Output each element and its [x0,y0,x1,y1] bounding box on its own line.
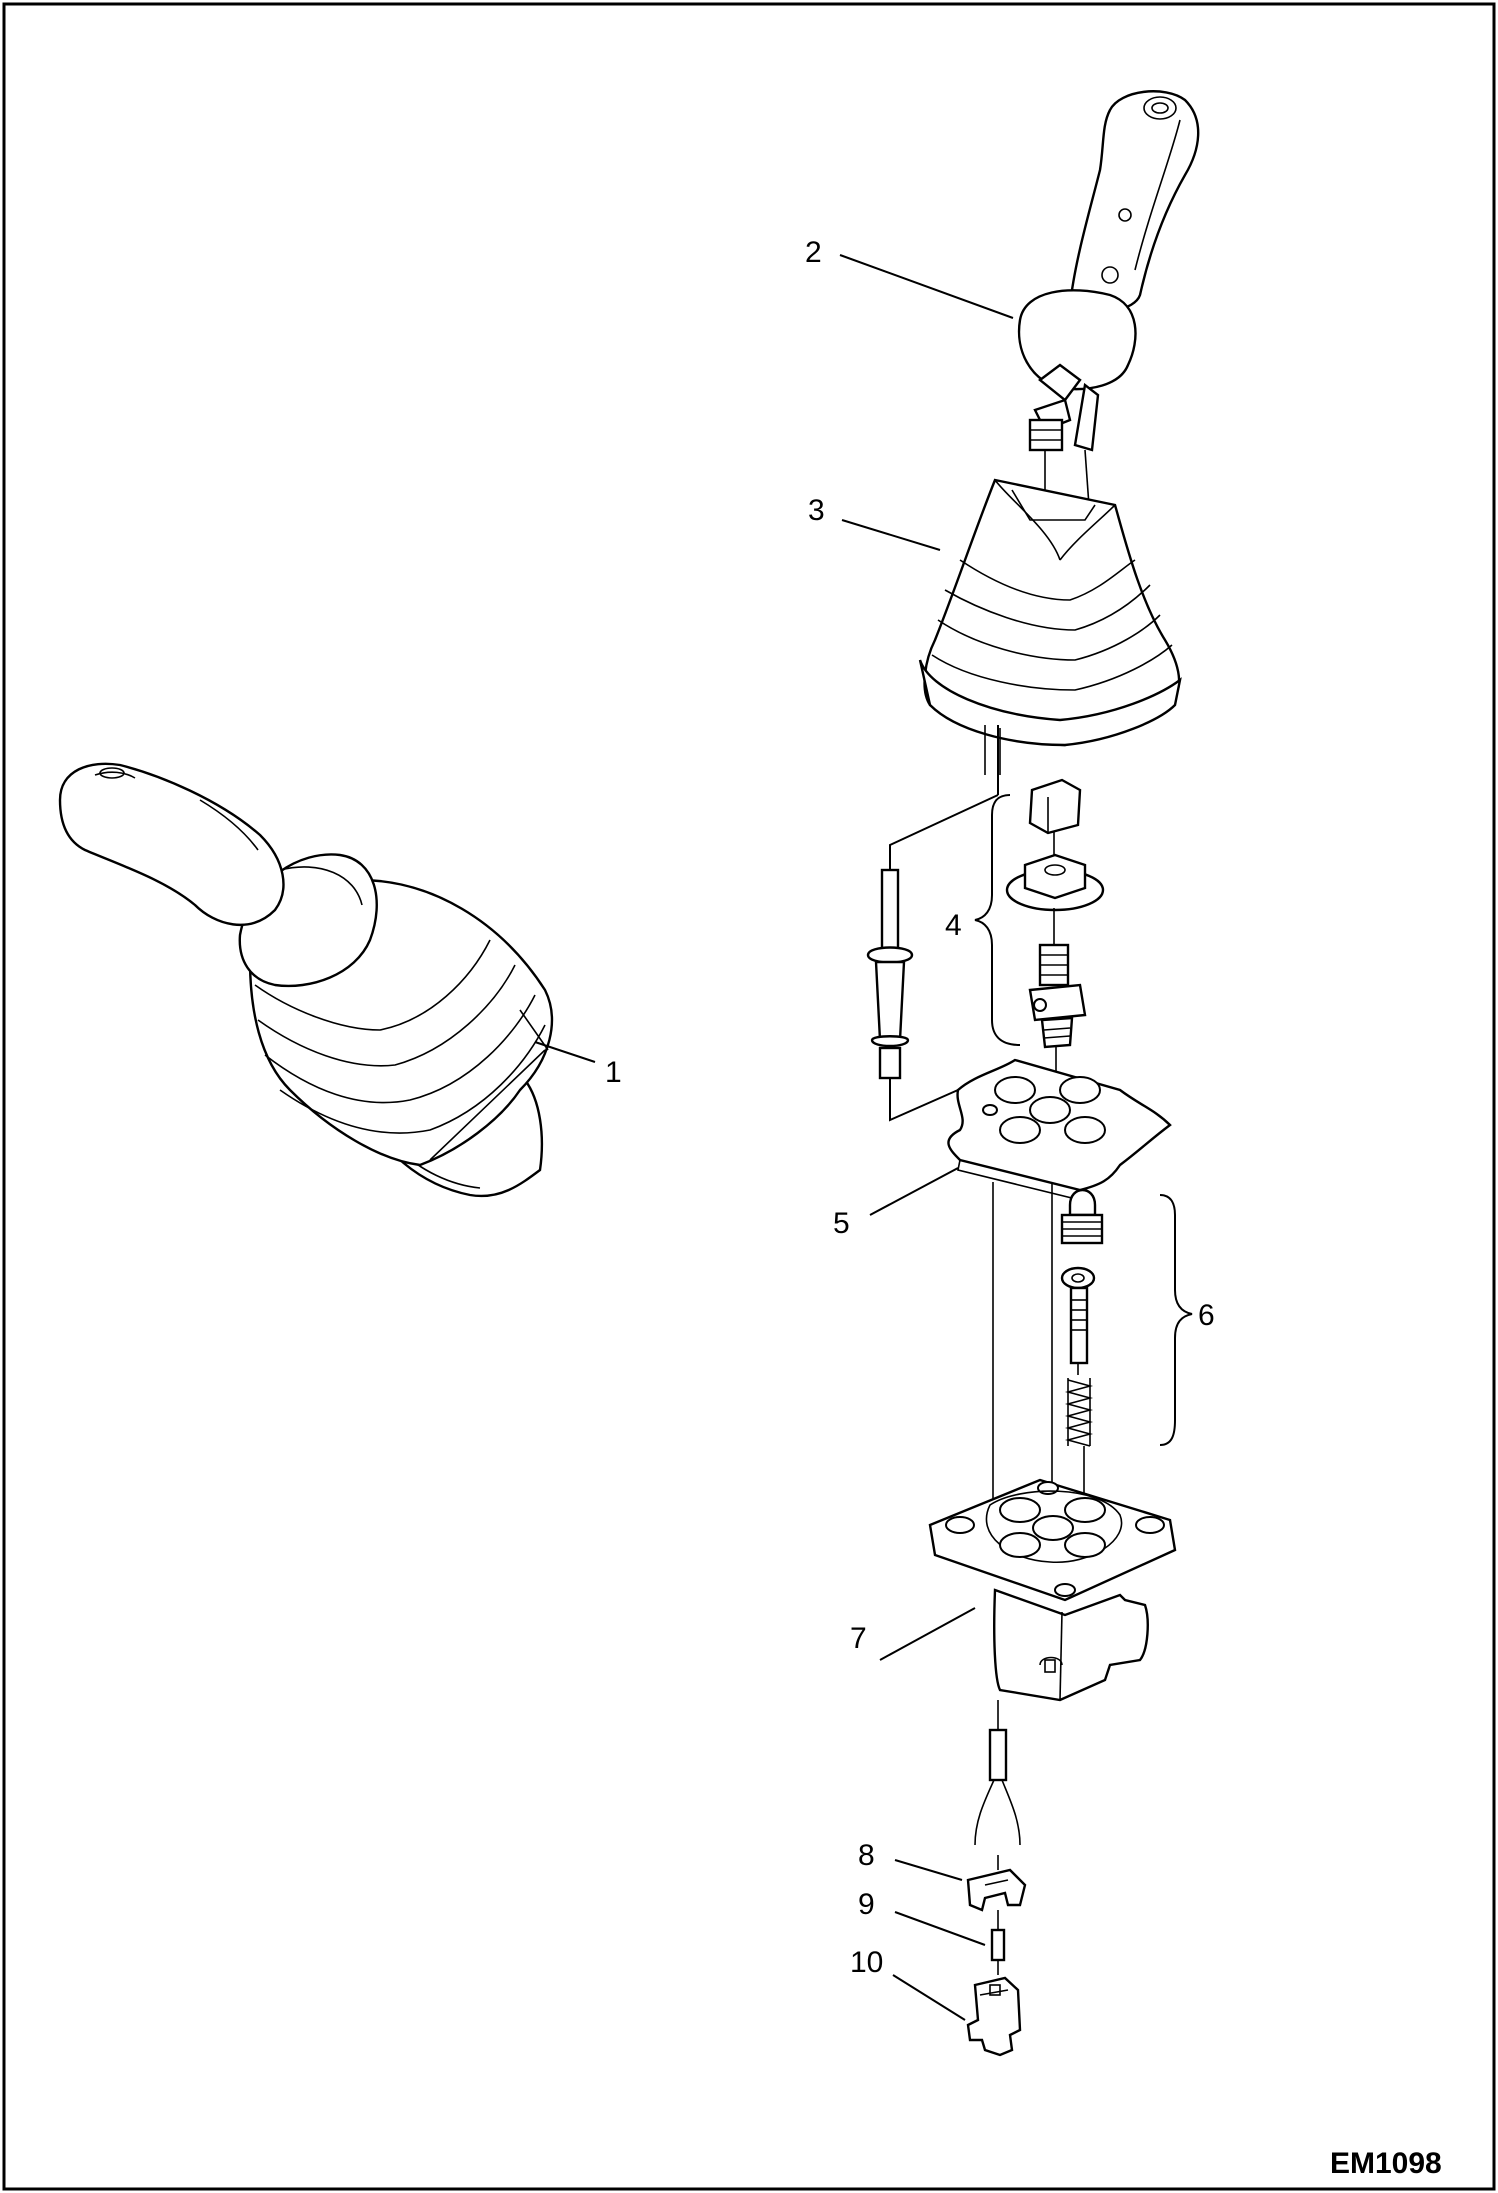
leader-line-3 [841,519,941,551]
leader-line-2 [839,254,1014,319]
callout-7: 7 [850,1622,867,1655]
callout-10: 10 [850,1946,883,1979]
callout-1: 1 [605,1056,622,1089]
leader-line-9 [894,1911,986,1946]
callout-6: 6 [1198,1299,1215,1332]
callout-3: 3 [808,494,825,527]
callout-4: 4 [945,909,962,942]
valve-body [928,1182,1177,1702]
leader-line-7 [879,1607,976,1661]
guide-rod [866,868,959,1122]
connector-housing [966,1976,1022,2057]
terminal-pin [990,1910,1006,1975]
leader-line-1 [534,1041,596,1063]
wire-clip [966,1868,1027,1912]
handle-grip [1017,90,1200,521]
gasket-plate [947,1058,1172,1201]
callout-5: 5 [833,1207,850,1240]
harness-wires [974,1700,1021,1870]
plunger-spring-set [1051,1182,1193,1505]
callout-8: 8 [858,1839,875,1872]
leader-line-10 [892,1974,966,2021]
assembled-joystick [58,762,553,1198]
linkage-kit [889,778,1105,1105]
leader-line-5 [869,1167,959,1216]
callout-9: 9 [858,1888,875,1921]
drawing-code: EM1098 [1330,2147,1442,2180]
leader-line-8 [894,1859,963,1881]
rubber-boot [918,478,1182,775]
callout-2: 2 [805,236,822,269]
